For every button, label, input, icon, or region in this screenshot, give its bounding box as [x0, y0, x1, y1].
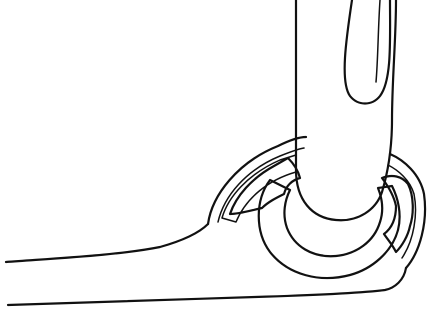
joint-capsule — [208, 137, 425, 268]
articular-cartilage — [259, 180, 400, 278]
forearm — [6, 224, 406, 305]
